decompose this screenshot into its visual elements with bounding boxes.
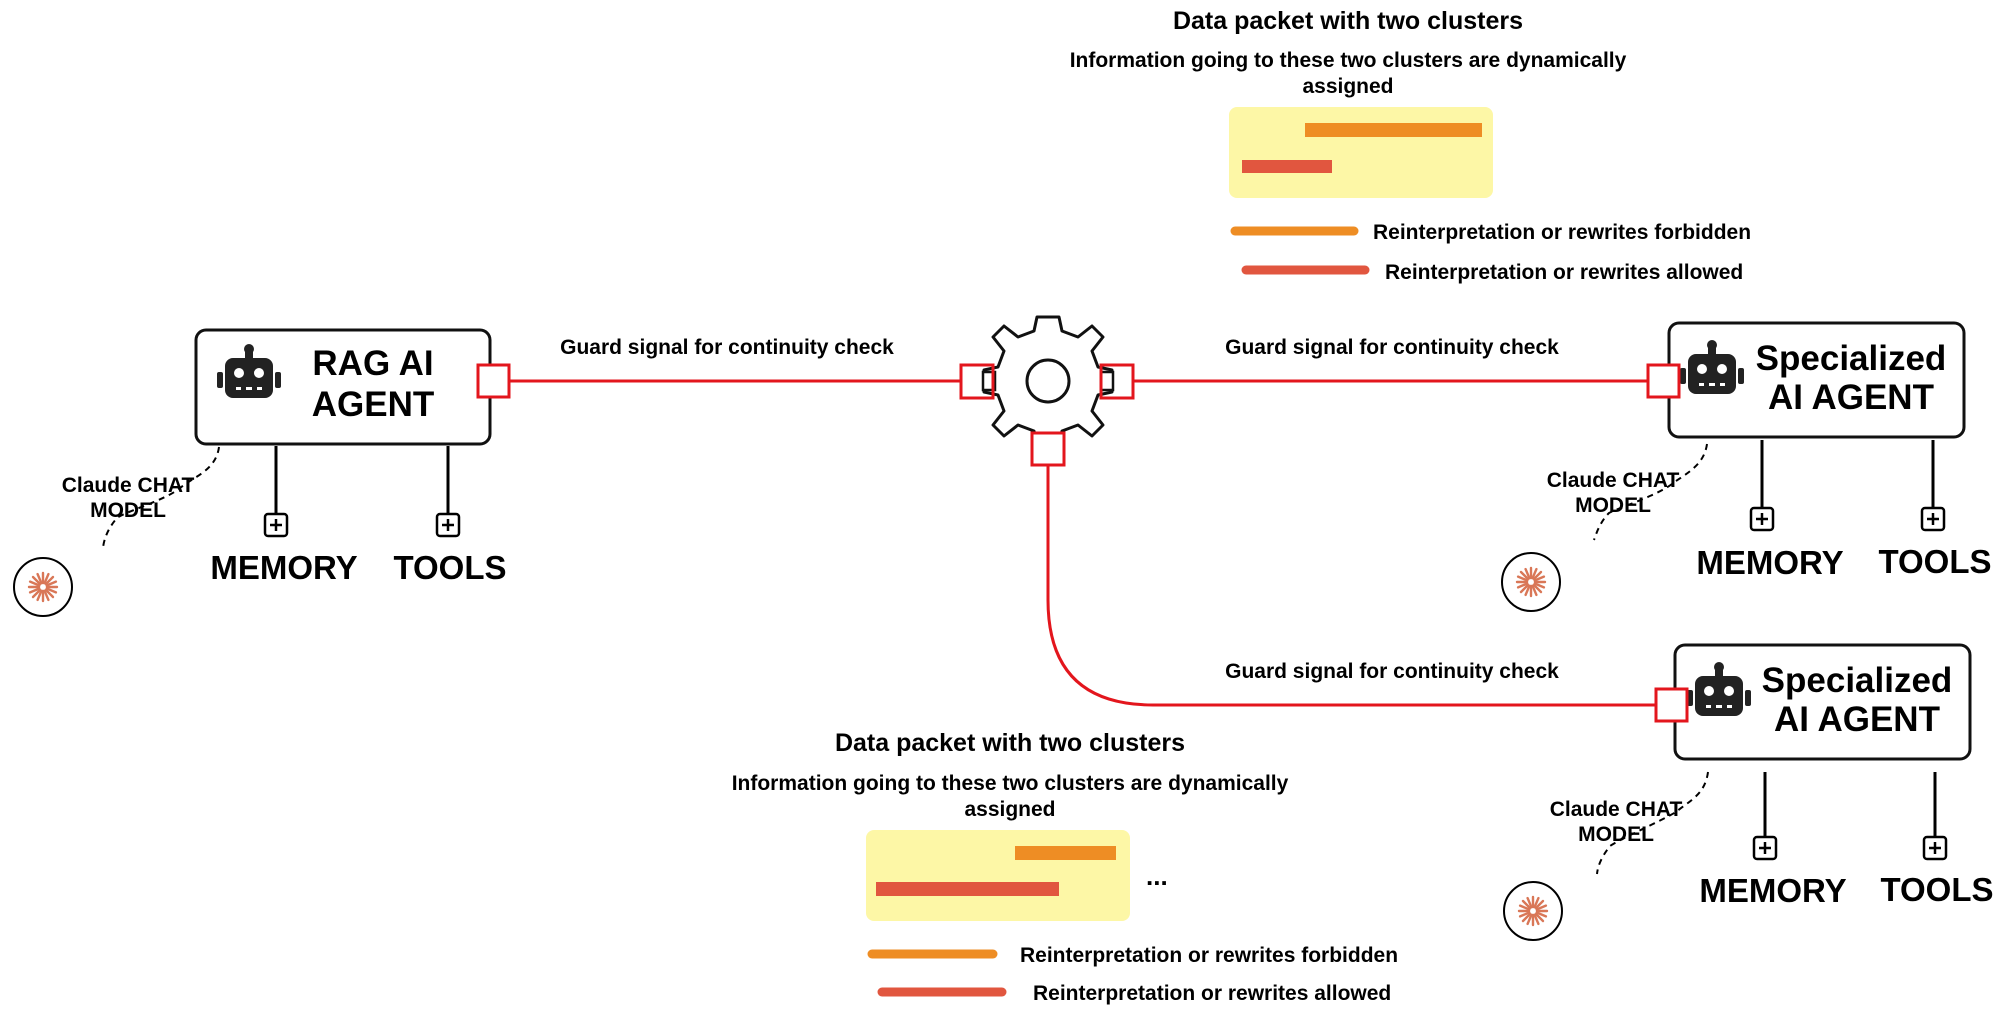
specialized-2-title-line2: AI AGENT: [1774, 700, 1940, 739]
claude-starburst-icon[interactable]: [1500, 551, 1562, 613]
specialized-agent-2: Specialized AI AGENT MEMORY TOOLS Claude…: [1502, 643, 1994, 942]
specialized-1-title-line2: AI AGENT: [1768, 378, 1934, 417]
memory-plus-icon[interactable]: [263, 512, 289, 538]
connection-label-hub-to-specialized-1: Guard signal for continuity check: [1225, 336, 1559, 359]
rag-memory-label: MEMORY: [210, 549, 357, 586]
hub-port-right[interactable]: [1099, 363, 1135, 400]
rag-model-label-line2: MODEL: [90, 499, 166, 522]
claude-starburst-icon[interactable]: [1502, 880, 1564, 942]
specialized-2-memory-label: MEMORY: [1699, 872, 1846, 909]
packet-bottom-ellipsis: ...: [1146, 861, 1168, 891]
rag-tools-label: TOOLS: [393, 549, 506, 586]
rag-agent-title-line1: RAG AI: [312, 344, 433, 383]
rag-agent-title-line2: AGENT: [312, 385, 435, 424]
hub-port-bottom[interactable]: [1030, 431, 1066, 467]
packet-bottom-legend-allowed: Reinterpretation or rewrites allowed: [1033, 982, 1391, 1005]
specialized-2-tools-label: TOOLS: [1880, 871, 1993, 908]
connection-label-rag-to-hub: Guard signal for continuity check: [560, 336, 894, 359]
specialized-2-model-label-line2: MODEL: [1578, 823, 1654, 846]
data-packet-bottom: Data packet with two clusters Informatio…: [732, 729, 1398, 1005]
packet-bottom-subtitle-line1: Information going to these two clusters …: [732, 772, 1289, 795]
specialized-1-model-label-line1: Claude CHAT: [1547, 469, 1680, 492]
packet-bottom-subtitle-line2: assigned: [964, 798, 1055, 821]
memory-plus-icon[interactable]: [1752, 835, 1778, 861]
specialized-agent-2-port[interactable]: [1654, 687, 1689, 723]
packet-bottom-forbidden-cluster: [1015, 846, 1116, 860]
packet-bottom-allowed-cluster: [876, 882, 1059, 896]
packet-top-allowed-cluster: [1242, 160, 1332, 173]
wires: [508, 379, 1656, 707]
claude-starburst-icon[interactable]: [12, 556, 74, 618]
connection-label-hub-to-specialized-2: Guard signal for continuity check: [1225, 660, 1559, 683]
specialized-2-model-label-line1: Claude CHAT: [1550, 798, 1683, 821]
specialized-agent-1-port[interactable]: [1646, 363, 1681, 399]
wire-hub-to-specialized-2: [1046, 465, 1656, 707]
tools-plus-icon[interactable]: [1920, 506, 1946, 532]
packet-bottom-legend-forbidden: Reinterpretation or rewrites forbidden: [1020, 944, 1398, 967]
packet-top-title: Data packet with two clusters: [1173, 7, 1523, 35]
rag-agent-port[interactable]: [476, 363, 511, 399]
tools-plus-icon[interactable]: [1922, 835, 1948, 861]
specialized-1-tools-label: TOOLS: [1878, 543, 1991, 580]
data-packet-top: Data packet with two clusters Informatio…: [1070, 7, 1751, 284]
packet-top-forbidden-cluster: [1305, 123, 1482, 137]
specialized-2-title-line1: Specialized: [1762, 661, 1953, 700]
packet-top-legend-forbidden: Reinterpretation or rewrites forbidden: [1373, 221, 1751, 244]
hub-gear: [959, 315, 1135, 467]
specialized-1-memory-label: MEMORY: [1696, 544, 1843, 581]
tools-plus-icon[interactable]: [435, 512, 461, 538]
hub-port-left[interactable]: [959, 363, 995, 400]
specialized-1-title-line1: Specialized: [1756, 339, 1947, 378]
memory-plus-icon[interactable]: [1749, 506, 1775, 532]
rag-agent: RAG AI AGENT MEMORY TOOLS Claude CHAT MO…: [12, 328, 511, 618]
specialized-agent-1: Specialized AI AGENT MEMORY TOOLS Claude…: [1500, 321, 1992, 613]
packet-bottom-title: Data packet with two clusters: [835, 729, 1185, 757]
packet-top-box: [1229, 107, 1493, 198]
packet-top-legend-allowed: Reinterpretation or rewrites allowed: [1385, 261, 1743, 284]
specialized-1-model-label-line2: MODEL: [1575, 494, 1651, 517]
packet-top-subtitle-line1: Information going to these two clusters …: [1070, 49, 1627, 72]
packet-top-subtitle-line2: assigned: [1302, 75, 1393, 98]
rag-model-label-line1: Claude CHAT: [62, 474, 195, 497]
packet-bottom-box: [866, 830, 1130, 921]
